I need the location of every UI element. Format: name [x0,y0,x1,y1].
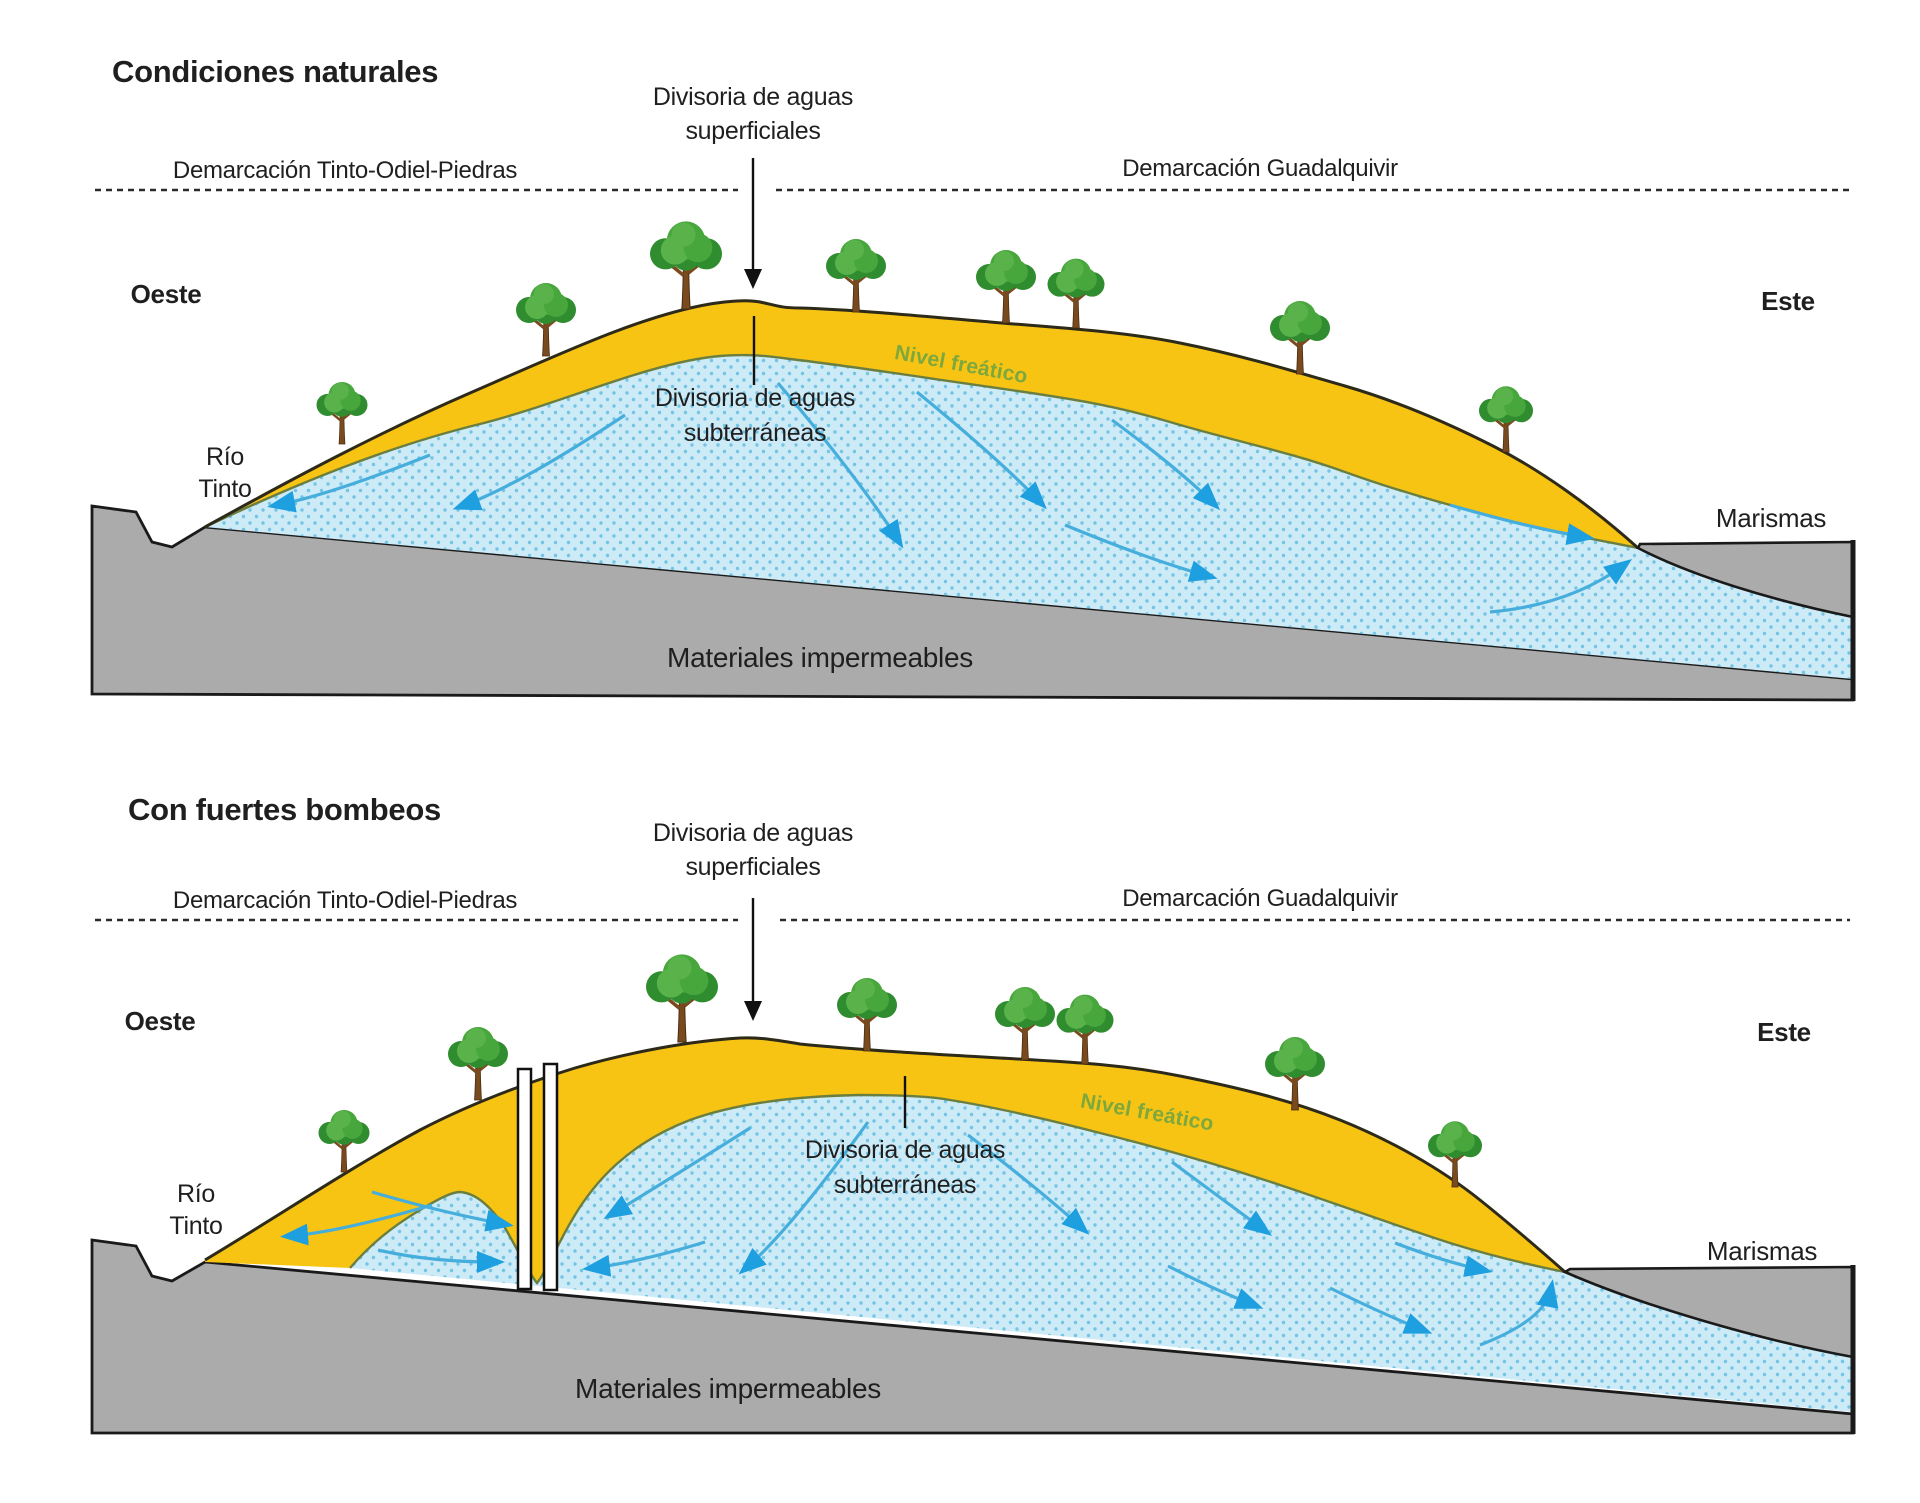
flow-arrow [738,1121,870,1275]
flow-arrow [280,1203,433,1246]
panel-title: Con fuertes bombeos [128,792,441,827]
tree-icon [824,237,888,314]
rio-tinto-label: Tinto [198,475,251,503]
tree-icon [315,380,369,446]
flow-arrow [1449,503,1595,545]
flow-arrow [915,390,1047,510]
flow-arrow [1167,1264,1264,1309]
tree-icon [974,248,1038,325]
ground-surface-line [204,299,1640,550]
flow-arrow [452,413,626,511]
pumping-well [516,1067,533,1291]
groundwater-divide-label: subterráneas [834,1171,976,1199]
demarcation-right-label: Demarcación Guadalquivir [1122,155,1398,182]
flow-arrow [582,1240,706,1277]
groundwater-flow-arrows [280,1121,1559,1347]
tree-icon [1268,299,1332,376]
tree-icon [446,1025,510,1102]
groundwater-divide-label: subterráneas [684,419,826,447]
flow-arrow [371,1190,514,1232]
unsaturated-zone [205,300,1638,548]
tree-icon [1046,257,1106,330]
flow-arrow [776,381,904,549]
flow-arrow [967,1133,1090,1235]
rio-tinto-label: Tinto [169,1212,222,1240]
flow-arrow [1489,559,1633,614]
panel-natural-conditions: Condiciones naturales Divisoria de aguas… [90,54,1856,702]
west-label: Oeste [131,279,202,309]
demarcation-left-label: Demarcación Tinto-Odiel-Piedras [173,157,517,184]
demarcation-right-label: Demarcación Guadalquivir [1122,885,1398,912]
water-table-line [349,1093,1566,1285]
groundwater-divide-label: Divisoria de aguas [805,1136,1005,1164]
surface-divide-label: superficiales [685,117,820,145]
ground-surface-line [204,1036,1566,1274]
flow-arrow [1171,1160,1273,1236]
groundwater-flow-arrows [267,381,1633,614]
panel-pumping-conditions: Con fuertes bombeos Divisoria de aguas s… [90,792,1856,1435]
flow-arrow [603,1126,751,1220]
impermeable-label: Materiales impermeables [575,1373,881,1404]
demarcation-left-label: Demarcación Tinto-Odiel-Piedras [173,887,517,914]
flow-arrow [1329,1286,1433,1334]
flow-arrow [1111,418,1221,511]
pumping-well [542,1062,559,1292]
flow-arrow [1394,1241,1493,1278]
west-label: Oeste [125,1006,196,1036]
tree-icon [1055,993,1115,1066]
marsh-label: Marismas [1716,503,1827,533]
rio-tinto-label: Río [206,443,244,471]
pumping-wells [516,1062,559,1292]
flow-arrow [377,1248,505,1273]
panel-title: Condiciones naturales [112,54,438,89]
flow-arrow [1479,1279,1559,1347]
marsh-label: Marismas [1707,1236,1818,1266]
east-label: Este [1757,1017,1811,1047]
impermeable-label: Materiales impermeables [667,642,973,673]
groundwater-divide-label: Divisoria de aguas [655,384,855,412]
surface-divide-label: Divisoria de aguas [653,819,853,847]
tree-icon [644,952,720,1044]
flow-arrow [1064,523,1218,582]
tree-icon [835,976,899,1053]
flow-arrow [267,453,431,513]
east-label: Este [1761,286,1815,316]
water-table-line [204,353,1639,550]
surface-divide-label: Divisoria de aguas [653,83,853,111]
tree-icon [993,985,1057,1062]
rio-tinto-label: Río [177,1180,215,1208]
tree-icon [514,281,578,358]
surface-divide-label: superficiales [685,853,820,881]
tree-icon [648,219,724,311]
